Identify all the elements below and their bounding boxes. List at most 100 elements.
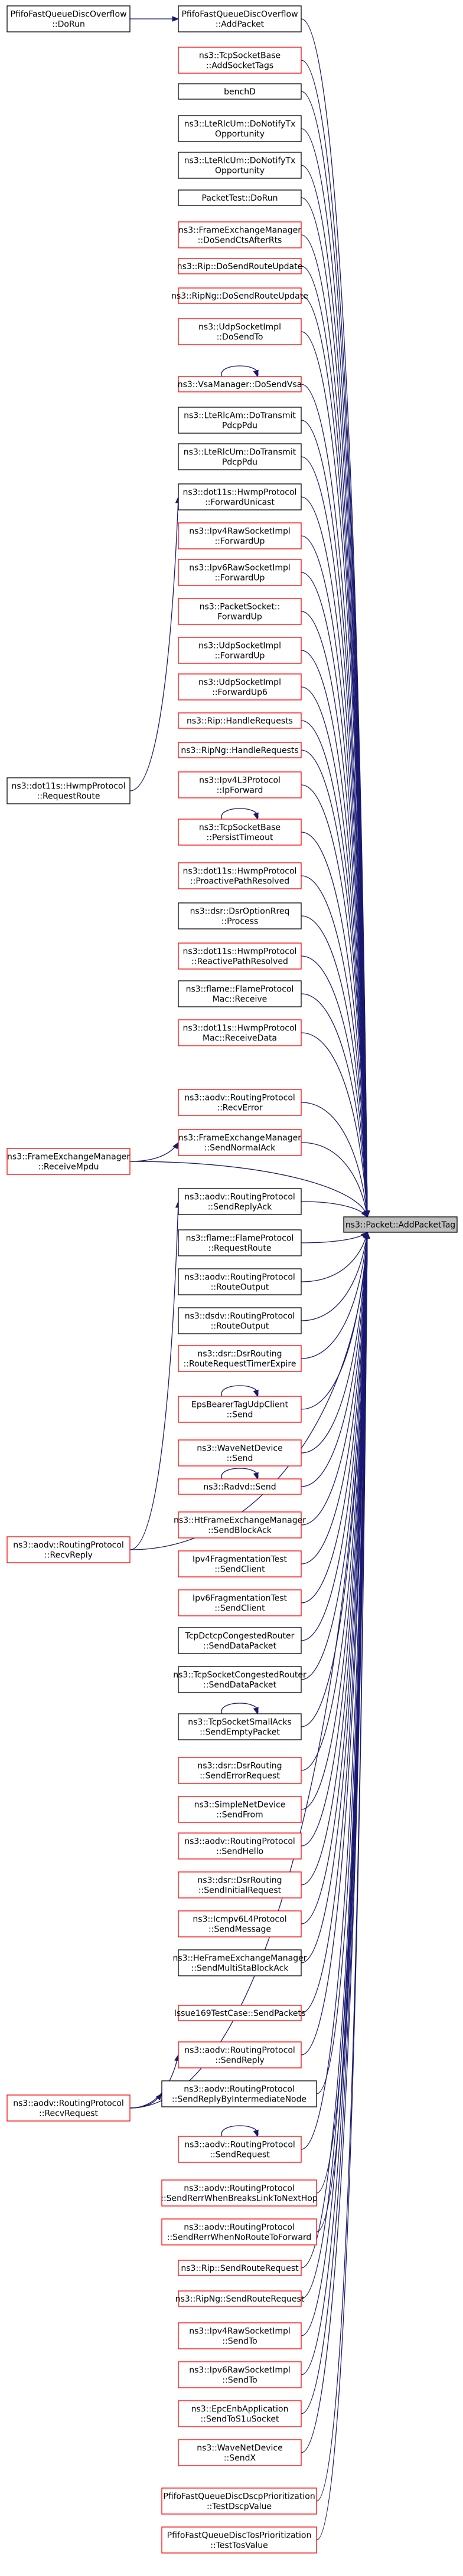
- target-node[interactable]: ns3::Packet::AddPacketTag: [343, 1216, 458, 1233]
- caller-node[interactable]: ns3::TcpSocketBase::PersistTimeout: [178, 819, 302, 846]
- node-label-line: benchD: [224, 87, 256, 97]
- caller-node[interactable]: Issue169TestCase::SendPackets: [174, 2005, 306, 2021]
- caller-node[interactable]: ns3::VsaManager::DoSendVsa: [178, 376, 302, 392]
- caller-node[interactable]: ns3::dsr::DsrRouting::SendErrorRequest: [178, 1757, 302, 1784]
- node-label-line: ::SendDataPacket: [203, 1681, 276, 1690]
- node-box: [178, 771, 302, 798]
- caller-node[interactable]: ns3::TcpSocketCongestedRouter::SendDataP…: [173, 1666, 307, 1693]
- caller-node[interactable]: ns3::RipNg::SendRouteRequest: [175, 2290, 305, 2307]
- caller-node[interactable]: ns3::Ipv4RawSocketImpl::ForwardUp: [178, 522, 302, 549]
- edge-arrowhead: [364, 1231, 370, 1239]
- call-edge: [301, 1232, 368, 2453]
- caller-node[interactable]: ns3::dot11s::HwmpProtocolMac::ReceiveDat…: [178, 1019, 302, 1046]
- caller-node[interactable]: ns3::HtFrameExchangeManager::SendBlockAc…: [174, 1511, 306, 1539]
- caller-node[interactable]: ns3::Ipv4RawSocketImpl::SendTo: [178, 2322, 302, 2349]
- caller-node[interactable]: ns3::FrameExchangeManager::SendNormalAck: [178, 1129, 302, 1156]
- caller-node[interactable]: TcpDctcpCongestedRouter::SendDataPacket: [178, 1627, 302, 1654]
- node-label-line: ns3::LteRlcUm::DoTransmit: [184, 448, 296, 457]
- edge-arrowhead: [253, 2129, 259, 2138]
- caller-node[interactable]: ns3::SimpleNetDevice::SendFrom: [178, 1796, 302, 1823]
- caller-node[interactable]: ns3::aodv::RoutingProtocol::SendReply: [178, 2041, 302, 2068]
- caller-node[interactable]: ns3::TcpSocketBase::AddSocketTags: [178, 47, 302, 74]
- caller-node[interactable]: ns3::dot11s::HwmpProtocol::ProactivePath…: [178, 862, 302, 889]
- caller-node[interactable]: ns3::aodv::RoutingProtocol::SendRerrWhen…: [161, 2218, 317, 2246]
- node-box: [178, 318, 302, 345]
- caller-node[interactable]: ns3::RipNg::HandleRequests: [178, 742, 302, 758]
- caller-node[interactable]: ns3::UdpSocketImpl::ForwardUp6: [178, 673, 302, 701]
- caller-node[interactable]: ns3::dsr::DsrRouting::RouteRequestTimerE…: [178, 1345, 302, 1372]
- call-edge: [301, 1232, 368, 1282]
- caller-node[interactable]: ns3::Ipv6RawSocketImpl::SendTo: [178, 2361, 302, 2388]
- caller-node[interactable]: ns3::Rip::SendRouteRequest: [178, 2260, 302, 2276]
- edge-arrowhead: [253, 369, 259, 378]
- caller-node[interactable]: ns3::Rip::HandleRequests: [178, 712, 302, 729]
- node-label-line: ForwardUp: [217, 613, 262, 622]
- call-edge: [221, 1468, 259, 1480]
- node-box: [178, 407, 302, 434]
- caller-node[interactable]: ns3::aodv::RoutingProtocol::RouteOutput: [178, 1268, 302, 1295]
- node-box: [178, 483, 302, 510]
- caller-node[interactable]: ns3::FrameExchangeManager::ReceiveMpdu: [6, 1148, 131, 1175]
- caller-node[interactable]: Ipv6FragmentationTest::SendClient: [178, 1589, 302, 1616]
- caller-node[interactable]: ns3::UdpSocketImpl::DoSendTo: [178, 318, 302, 345]
- caller-node[interactable]: PacketTest::DoRun: [178, 189, 302, 206]
- caller-node[interactable]: ns3::aodv::RoutingProtocol::SendRequest: [178, 2136, 302, 2163]
- caller-node[interactable]: ns3::flame::FlameProtocol::RequestRoute: [178, 1229, 302, 1256]
- caller-node[interactable]: ns3::HeFrameExchangeManager::SendMultiSt…: [172, 1949, 307, 1976]
- node-label-line: ::ForwardUnicast: [205, 498, 275, 508]
- caller-node[interactable]: ns3::aodv::RoutingProtocol::RecvError: [178, 1089, 302, 1116]
- caller-node[interactable]: ns3::aodv::RoutingProtocol::SendHello: [178, 1832, 302, 1860]
- caller-node[interactable]: ns3::PacketSocket::ForwardUp: [178, 598, 302, 625]
- node-label-line: ns3::Rip::HandleRequests: [187, 716, 293, 726]
- caller-node[interactable]: ns3::aodv::RoutingProtocol::RecvReply: [6, 1536, 131, 1563]
- node-box: [178, 221, 302, 248]
- caller-node[interactable]: benchD: [178, 83, 302, 100]
- caller-node[interactable]: ns3::Icmpv6L4Protocol::SendMessage: [178, 1910, 302, 1937]
- caller-node[interactable]: ns3::aodv::RoutingProtocol::SendReplyAck: [178, 1188, 302, 1215]
- node-label-line: ::AddSocketTags: [206, 61, 273, 71]
- caller-node[interactable]: ns3::WaveNetDevice::SendX: [178, 2439, 302, 2466]
- caller-node[interactable]: ns3::dot11s::HwmpProtocol::RequestRoute: [6, 777, 131, 804]
- caller-node[interactable]: ns3::dot11s::HwmpProtocol::ForwardUnicas…: [178, 483, 302, 510]
- node-label-line: Opportunity: [215, 130, 265, 139]
- node-label-line: ::Send: [227, 1410, 253, 1420]
- caller-node[interactable]: ns3::Rip::DoSendRouteUpdate: [177, 258, 302, 274]
- caller-node[interactable]: PfifoFastQueueDiscDscpPrioritization::Te…: [161, 2487, 317, 2515]
- graph-edges: [129, 16, 370, 2541]
- call-edge: [301, 915, 368, 1217]
- caller-node[interactable]: ns3::dsr::DsrRouting::SendInitialRequest: [178, 1871, 302, 1899]
- caller-node[interactable]: ns3::Ipv4L3Protocol::IpForward: [178, 771, 302, 798]
- caller-node[interactable]: ns3::aodv::RoutingProtocol::SendReplyByI…: [161, 2080, 317, 2107]
- node-box: [178, 2322, 302, 2349]
- caller-node[interactable]: ns3::aodv::RoutingProtocol::SendRerrWhen…: [161, 2179, 318, 2207]
- node-label-line: ns3::aodv::RoutingProtocol: [184, 2046, 295, 2055]
- caller-node[interactable]: ns3::Ipv6RawSocketImpl::ForwardUp: [178, 559, 302, 586]
- caller-node[interactable]: ns3::FrameExchangeManager::DoSendCtsAfte…: [178, 221, 302, 248]
- caller-node[interactable]: PfifoFastQueueDiscOverflow::DoRun: [6, 5, 131, 32]
- caller-node[interactable]: ns3::TcpSocketSmallAcks::SendEmptyPacket: [178, 1713, 302, 1740]
- node-label-line: ns3::aodv::RoutingProtocol: [184, 1273, 295, 1282]
- caller-node[interactable]: ns3::WaveNetDevice::Send: [178, 1439, 302, 1467]
- caller-node[interactable]: ns3::dsr::DsrOptionRreq::Process: [178, 902, 302, 929]
- node-box: [6, 2094, 131, 2122]
- node-label-line: ::TestTosValue: [210, 2541, 268, 2551]
- caller-node[interactable]: Ipv4FragmentationTest::SendClient: [178, 1550, 302, 1577]
- caller-node[interactable]: ns3::Radvd::Send: [178, 1478, 302, 1495]
- caller-node[interactable]: EpsBearerTagUdpClient::Send: [178, 1396, 302, 1423]
- caller-node[interactable]: ns3::EpcEnbApplication::SendToS1uSocket: [178, 2400, 302, 2427]
- node-box: [178, 673, 302, 701]
- caller-node[interactable]: ns3::aodv::RoutingProtocol::RecvRequest: [6, 2094, 131, 2122]
- caller-node[interactable]: ns3::RipNg::DoSendRouteUpdate: [171, 287, 308, 304]
- node-label-line: ::RequestRoute: [37, 792, 100, 801]
- caller-node[interactable]: ns3::UdpSocketImpl::ForwardUp: [178, 637, 302, 664]
- caller-node[interactable]: PfifoFastQueueDiscTosPrioritization::Tes…: [161, 2526, 317, 2554]
- caller-node[interactable]: PfifoFastQueueDiscOverflow::AddPacket: [178, 5, 302, 32]
- caller-node[interactable]: ns3::dot11s::HwmpProtocol::ReactivePathR…: [178, 942, 302, 970]
- caller-node[interactable]: ns3::dsdv::RoutingProtocol::RouteOutput: [178, 1307, 302, 1334]
- node-label-line: ns3::FrameExchangeManager: [7, 1153, 130, 1162]
